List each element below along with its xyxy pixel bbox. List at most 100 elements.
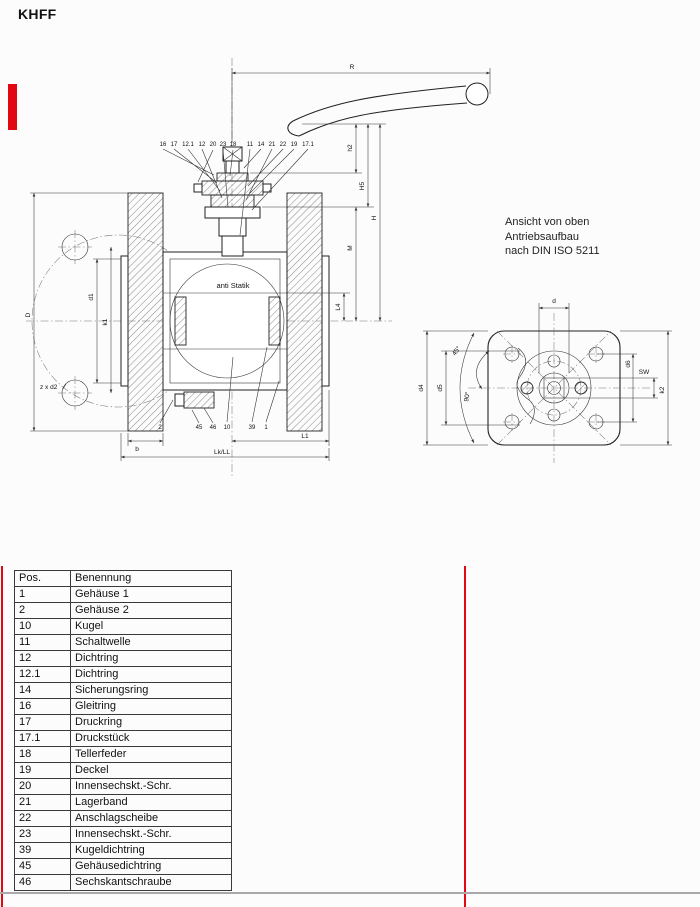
benennung-cell: Sicherungsring xyxy=(70,682,232,699)
callout-17-1: 17.1 xyxy=(302,142,314,148)
seat-ring-right xyxy=(268,296,281,346)
header-benennung: Benennung xyxy=(70,570,232,587)
dim-label-k2: k2 xyxy=(659,386,666,393)
callout-22: 22 xyxy=(280,142,287,148)
pos-cell: 17.1 xyxy=(14,730,71,747)
pos-cell: 12.1 xyxy=(14,666,71,683)
dim-label-LkLL: Lk/LL xyxy=(214,449,230,456)
right-flange xyxy=(286,192,330,432)
callout-14: 14 xyxy=(258,142,265,148)
callout-10: 10 xyxy=(224,425,231,431)
dim-label-h2: h2 xyxy=(347,144,354,152)
note-line-3: nach DIN ISO 5211 xyxy=(505,245,600,257)
top-view-note: Ansicht von oben Antriebsaufbau nach DIN… xyxy=(505,215,600,259)
callout-21: 21 xyxy=(269,142,276,148)
benennung-cell: Gehäuse 1 xyxy=(70,586,232,603)
bottom-dimensions: b L1 Lk/LL xyxy=(120,390,330,461)
callout-1: 1 xyxy=(264,425,268,431)
benennung-cell: Kugel xyxy=(70,618,232,635)
callout-23: 23 xyxy=(220,142,227,148)
dim-label-L1: L1 xyxy=(301,433,309,440)
benennung-cell: Innensechskt.-Schr. xyxy=(70,826,232,843)
note-line-2: Antriebsaufbau xyxy=(505,230,579,243)
dim-label-d5: d5 xyxy=(437,384,444,392)
top-view: d d4 d5 45° 90° d6 SW k2 xyxy=(418,298,672,463)
pos-cell: 12 xyxy=(14,650,71,667)
dimension-L4: L4 xyxy=(287,292,350,321)
lever-handle xyxy=(287,82,489,137)
top-view-diagonals xyxy=(496,330,612,446)
benennung-cell: Dichtring xyxy=(70,650,232,667)
dim-label-k1: k1 xyxy=(102,318,109,325)
seat-ring-left xyxy=(174,296,187,346)
dim-label-d6: d6 xyxy=(625,360,632,368)
benennung-cell: Druckstück xyxy=(70,730,232,747)
center-boss xyxy=(516,347,592,426)
dim-label-D: D xyxy=(25,312,32,317)
front-view: anti Statik xyxy=(25,58,491,478)
pos-cell: 20 xyxy=(14,778,71,795)
pos-cell: 2 xyxy=(14,602,71,619)
dim-label-45deg: 45° xyxy=(450,344,462,357)
bottom-divider xyxy=(0,892,700,894)
pos-cell: 23 xyxy=(14,826,71,843)
pos-cell: 45 xyxy=(14,858,71,875)
table-header-row: Pos. Benennung xyxy=(14,570,232,587)
benennung-cell: Sechskantschraube xyxy=(70,874,232,891)
pos-cell: 1 xyxy=(14,586,71,603)
benennung-cell: Gehäusedichtring xyxy=(70,858,232,875)
pos-cell: 16 xyxy=(14,698,71,715)
pos-cell: 17 xyxy=(14,714,71,731)
dim-label-M: M xyxy=(347,245,354,250)
benennung-cell: Anschlagscheibe xyxy=(70,810,232,827)
height-dimensions: h2 H5 H M xyxy=(250,123,386,321)
dim-label-R: R xyxy=(350,64,355,71)
header-pos: Pos. xyxy=(14,570,71,587)
bottom-callouts: 2 45 46 10 39 1 xyxy=(158,346,280,431)
callout-20: 20 xyxy=(210,142,217,148)
pos-cell: 19 xyxy=(14,762,71,779)
pos-cell: 46 xyxy=(14,874,71,891)
body-bolt xyxy=(174,391,215,409)
callout-45: 45 xyxy=(196,425,203,431)
page-title: KHFF xyxy=(18,6,57,22)
benennung-cell: Gleitring xyxy=(70,698,232,715)
red-accent-bar xyxy=(8,84,17,130)
left-dimensions: D d1 k1 z x d2 xyxy=(25,192,128,432)
left-flange xyxy=(120,192,164,432)
ball xyxy=(169,263,285,379)
callout-39: 39 xyxy=(249,425,256,431)
dim-label-b: b xyxy=(135,446,139,453)
benennung-cell: Kugeldichtring xyxy=(70,842,232,859)
callout-2: 2 xyxy=(158,425,162,431)
dim-label-90deg: 90° xyxy=(462,391,472,402)
callout-18: 18 xyxy=(230,142,237,148)
flange-bolt-holes xyxy=(58,230,92,410)
pos-cell: 39 xyxy=(14,842,71,859)
benennung-cell: Dichtring xyxy=(70,666,232,683)
dim-label-H5: H5 xyxy=(359,181,366,190)
red-rule-left xyxy=(1,566,3,907)
dim-label-zxd2: z x d2 xyxy=(40,384,58,391)
valve-body xyxy=(162,251,288,391)
dim-label-SW: SW xyxy=(639,369,650,376)
benennung-cell: Schaltwelle xyxy=(70,634,232,651)
dim-label-d4: d4 xyxy=(418,384,425,392)
dim-label-L4: L4 xyxy=(335,303,342,311)
pos-cell: 18 xyxy=(14,746,71,763)
benennung-cell: Deckel xyxy=(70,762,232,779)
